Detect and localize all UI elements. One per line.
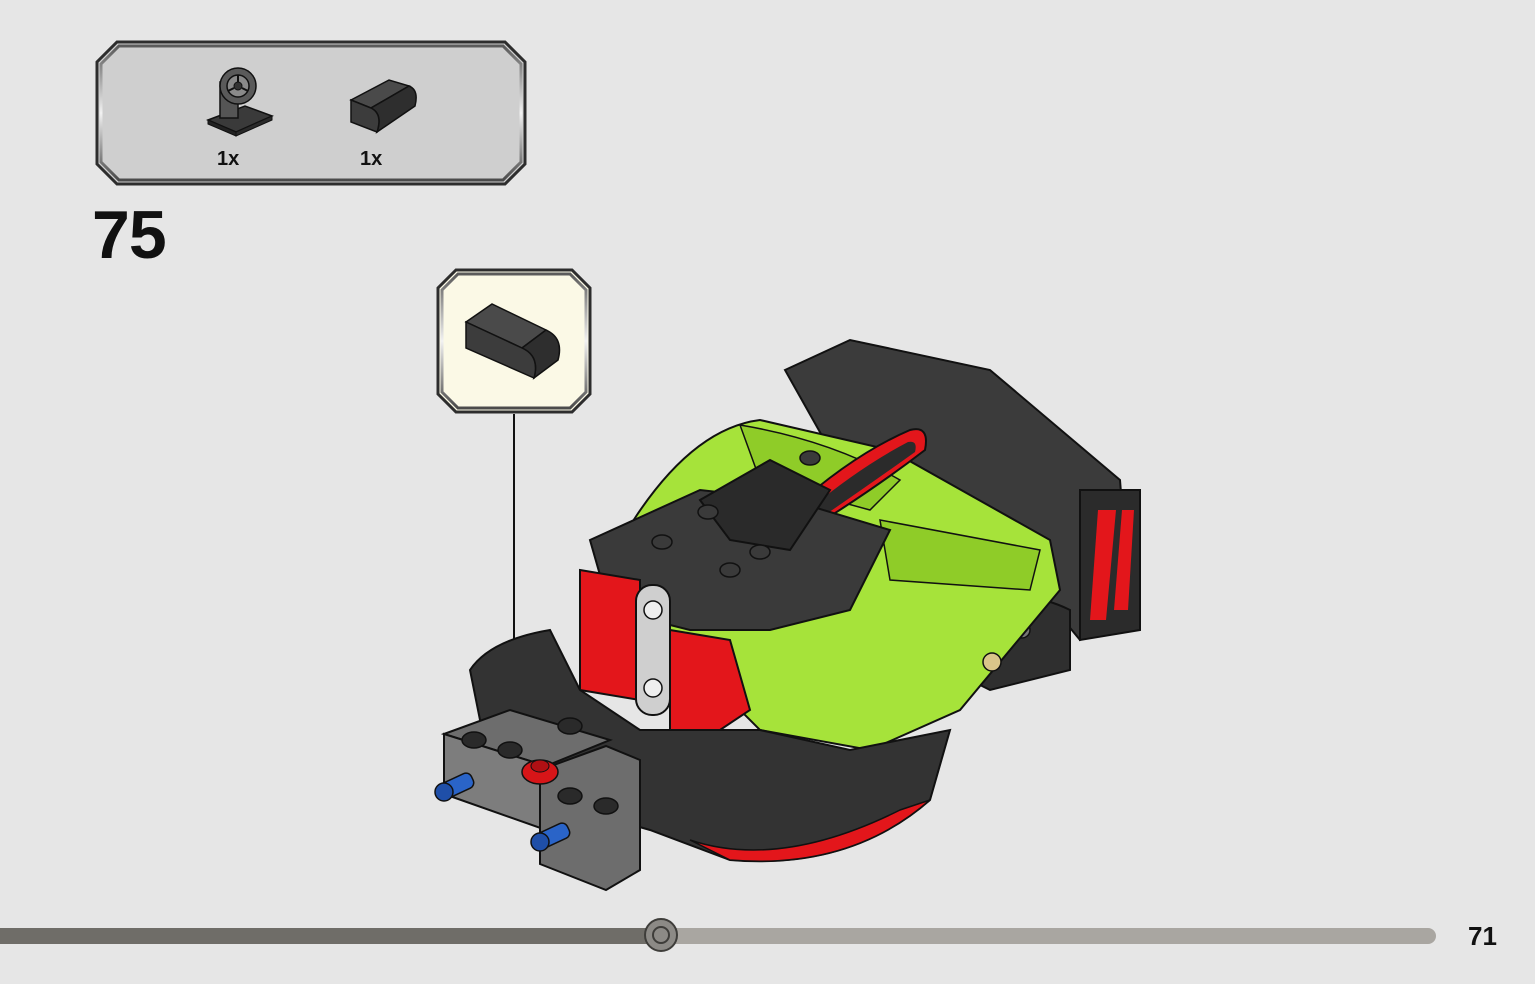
steering-wheel-part-icon	[205, 67, 274, 137]
callout-box	[436, 268, 592, 414]
parts-list-frame	[95, 40, 527, 186]
parts-list-item-steering-wheel: 1x	[200, 62, 290, 172]
page-number: 71	[1468, 921, 1497, 951]
race-car-model-icon	[434, 338, 1141, 892]
parts-list-item-curved-slope: 1x	[343, 62, 433, 172]
callout-frame	[436, 268, 592, 414]
parts-list-box: 1x 1x	[95, 40, 527, 186]
progress-knob[interactable]	[644, 918, 678, 952]
curved-slope-brick-icon	[464, 303, 561, 380]
part-quantity: 1x	[360, 148, 383, 170]
progress-bar[interactable]	[0, 918, 1436, 952]
part-quantity: 1x	[217, 148, 240, 170]
progress-fill	[0, 928, 661, 944]
step-number: 75	[92, 197, 167, 273]
curved-slope-brick-icon	[349, 79, 417, 134]
